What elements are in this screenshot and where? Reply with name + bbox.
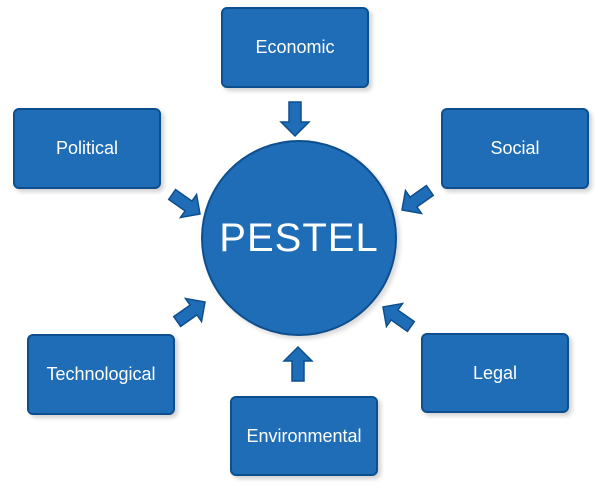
- technological-box: Technological: [27, 334, 175, 415]
- economic-box: Economic: [221, 7, 369, 88]
- legal-label: Legal: [472, 362, 518, 383]
- social-box: Social: [441, 108, 589, 189]
- arrow-technological: [168, 289, 214, 334]
- economic-label: Economic: [255, 37, 335, 57]
- arrow-legal: [374, 294, 420, 339]
- arrow-political: [163, 182, 209, 227]
- arrow-environmental: [283, 346, 313, 382]
- arrow-social: [393, 178, 439, 223]
- environmental-label: Environmental: [246, 425, 362, 446]
- environmental-box: Environmental: [230, 396, 378, 476]
- political-label: Political: [55, 138, 119, 158]
- arrow-economic: [280, 101, 310, 137]
- technological-label: Technological: [46, 364, 156, 384]
- legal-box: Legal: [421, 333, 569, 413]
- pestel-label: PESTEL: [219, 215, 379, 260]
- pestel-circle: PESTEL: [201, 140, 397, 336]
- social-label: Social: [490, 138, 540, 158]
- political-box: Political: [13, 108, 161, 189]
